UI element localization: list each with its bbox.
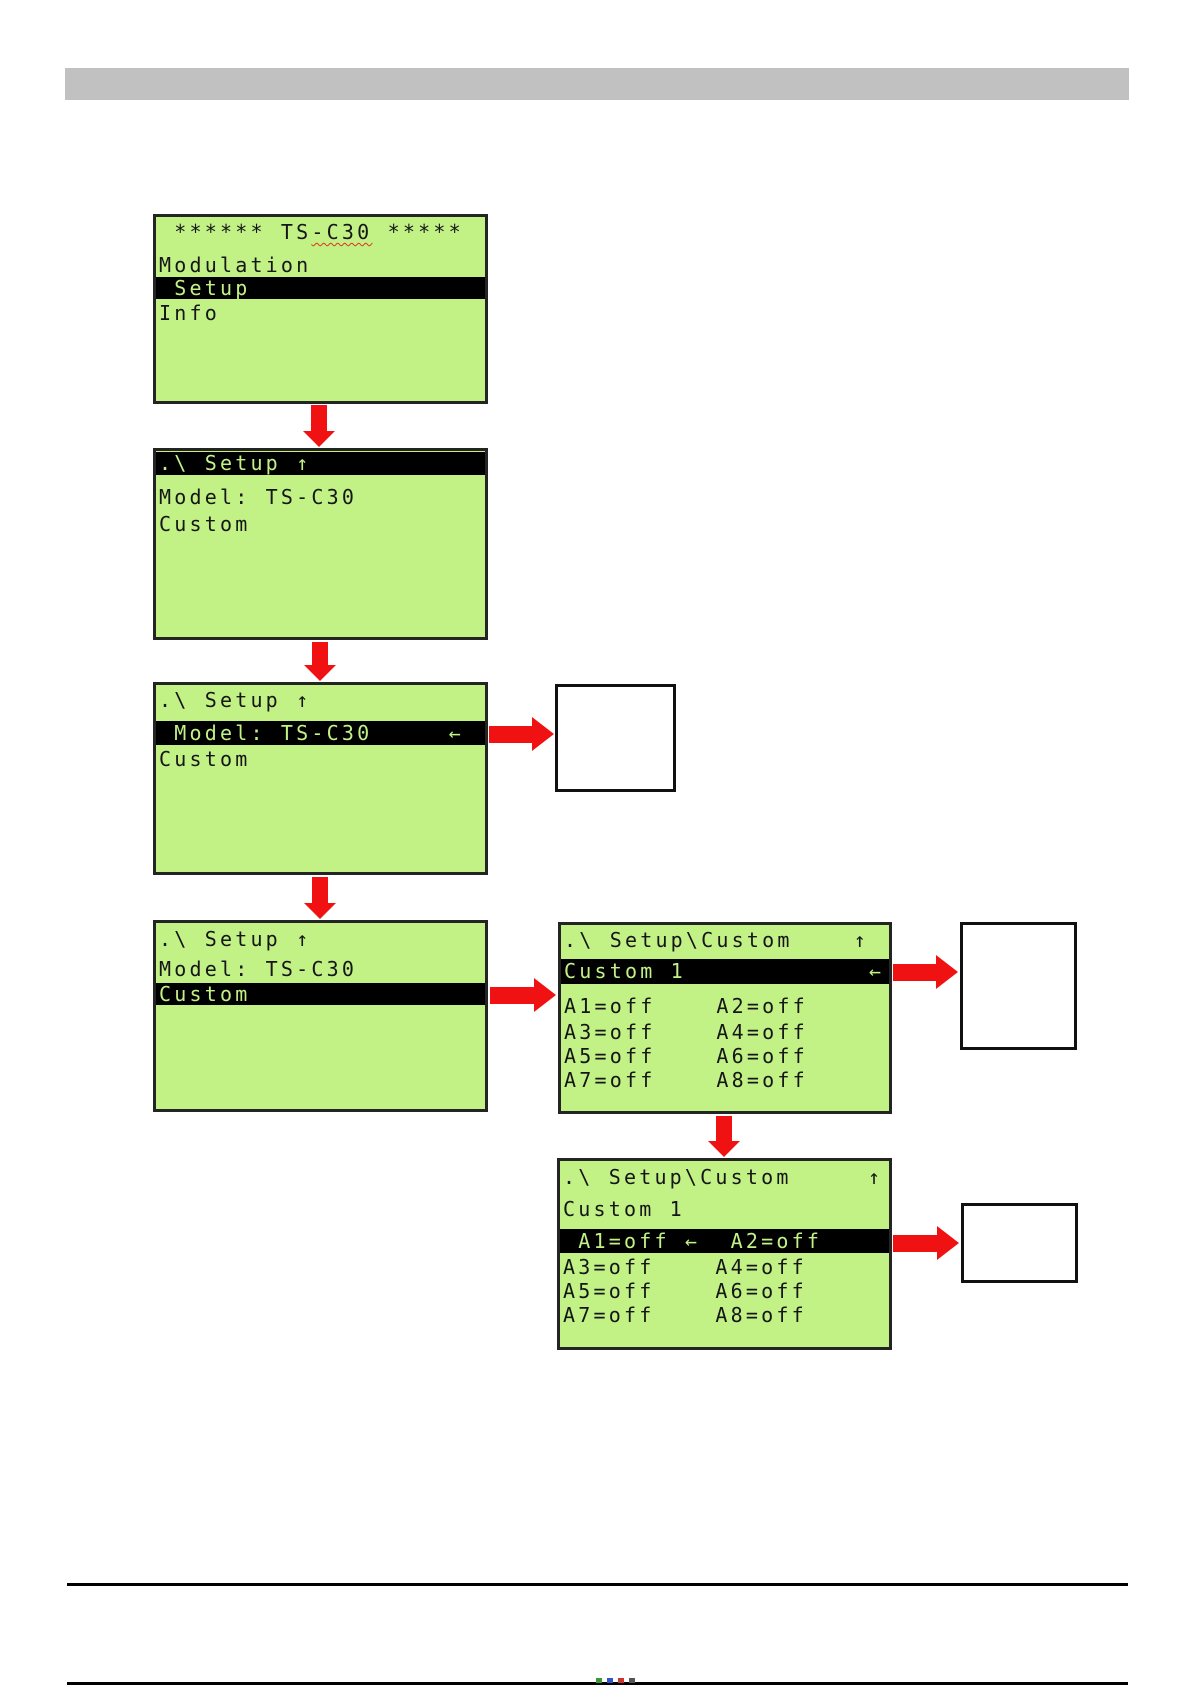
field-model: Model: TS-C30 — [159, 957, 358, 981]
menu-item-custom-selected: Custom — [156, 983, 485, 1005]
field-model-selected: Model: TS-C30 ← — [156, 721, 485, 745]
lcd-screen-setup: .\ Setup ↑ Model: TS-C30 Custom — [153, 448, 488, 640]
breadcrumb-header-setup-custom: .\ Setup\Custom ↑ — [563, 1165, 884, 1189]
row-a5-a6: A5=off A6=off — [564, 1044, 808, 1068]
lcd-title-post: ***** — [372, 220, 464, 244]
callout-box-2 — [960, 922, 1077, 1050]
lcd-screen-setup-custom: .\ Setup\Custom ↑ Custom 1 ← A1=off A2=o… — [558, 922, 892, 1114]
lcd-screen-setup-custom-selected: .\ Setup ↑ Model: TS-C30 Custom — [153, 920, 488, 1112]
breadcrumb-setup-label: .\ Setup ↑ — [159, 451, 312, 475]
lcd-screen-setup-custom-a1-selected: .\ Setup\Custom ↑ Custom 1 A1=off ← A2=o… — [557, 1158, 892, 1350]
menu-item-info: Info — [159, 301, 220, 325]
menu-item-custom: Custom — [159, 747, 251, 771]
lcd-screen-main-menu: ****** TS-C30 ***** Modulation Setup Inf… — [153, 214, 488, 404]
row-a1-a2-label: A1=off ← A2=off — [563, 1229, 823, 1253]
row-custom1: Custom 1 — [563, 1197, 685, 1221]
menu-item-custom: Custom — [159, 512, 251, 536]
menu-item-custom-label: Custom — [159, 982, 251, 1006]
lcd-screen-setup-model-selected: .\ Setup ↑ Model: TS-C30 ← Custom — [153, 682, 488, 875]
footer-rule — [67, 1583, 1128, 1586]
callout-box-1 — [555, 684, 676, 792]
bottom-edge-line — [67, 1682, 1128, 1685]
field-model-selected-label: Model: TS-C30 ← — [159, 721, 464, 745]
lcd-title-pre: ****** TS — [159, 220, 312, 244]
row-a3-a4: A3=off A4=off — [563, 1255, 807, 1279]
menu-item-setup-selected: Setup — [156, 277, 485, 299]
page-header-bar — [65, 68, 1129, 100]
row-a5-a6: A5=off A6=off — [563, 1279, 807, 1303]
breadcrumb-header-setup: .\ Setup ↑ — [156, 452, 485, 475]
row-custom1-label: Custom 1 ← — [564, 959, 885, 983]
breadcrumb-header-setup: .\ Setup ↑ — [159, 927, 312, 951]
breadcrumb-header-setup: .\ Setup ↑ — [159, 688, 312, 712]
row-custom1-selected: Custom 1 ← — [561, 959, 889, 984]
row-a3-a4: A3=off A4=off — [564, 1020, 808, 1044]
row-a1-a2: A1=off A2=off — [564, 994, 808, 1018]
row-a1-a2-selected: A1=off ← A2=off — [560, 1229, 889, 1253]
row-a7-a8: A7=off A8=off — [563, 1303, 807, 1327]
row-a7-a8: A7=off A8=off — [564, 1068, 808, 1092]
lcd-title-spellcheck: -C30 — [311, 220, 373, 244]
menu-item-modulation: Modulation — [159, 253, 312, 277]
breadcrumb-header-setup-custom: .\ Setup\Custom ↑ — [564, 928, 869, 952]
lcd-title: ****** TS-C30 ***** — [159, 222, 464, 242]
field-model: Model: TS-C30 — [159, 485, 358, 509]
menu-item-setup-label: Setup — [159, 276, 251, 300]
callout-box-3 — [961, 1203, 1078, 1283]
